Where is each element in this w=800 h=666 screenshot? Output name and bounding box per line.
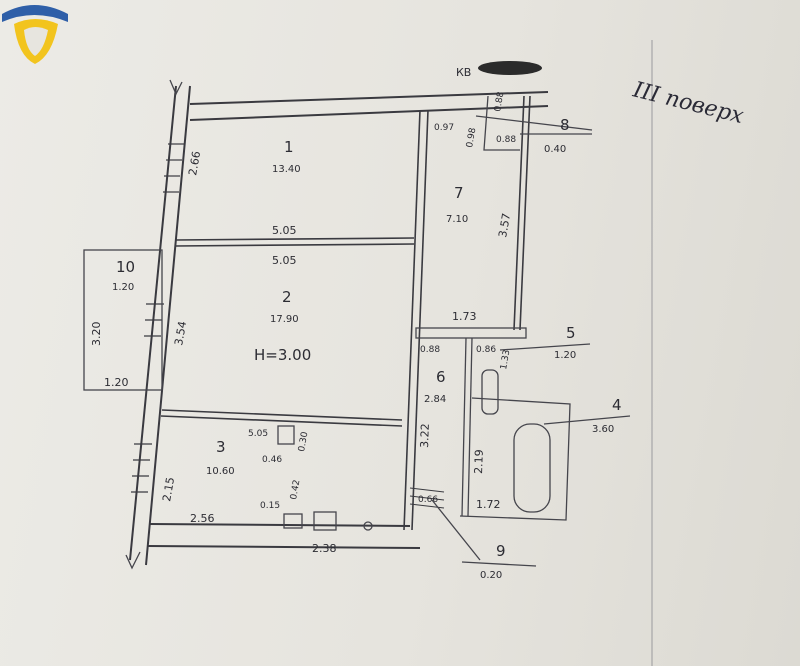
room-9-area: 0.20: [480, 570, 502, 581]
dim-0-30: 0.30: [297, 431, 310, 453]
room-6-number: 6: [436, 368, 446, 386]
dim-0-66: 0.66: [418, 495, 438, 505]
dim-0-86: 0.86: [476, 345, 496, 355]
leader-lines: [431, 133, 631, 567]
room-6-area: 2.84: [424, 394, 446, 405]
room-8-number: 8: [560, 116, 570, 134]
dim-2-38: 2.38: [312, 542, 337, 555]
dim-5-05-lower: 5.05: [272, 254, 297, 267]
room-4-number: 4: [612, 396, 622, 414]
dim-1-72: 1.72: [476, 498, 501, 511]
room-9-number: 9: [496, 542, 506, 560]
room-2-number: 2: [282, 288, 292, 306]
dim-1-20: 1.20: [104, 376, 129, 389]
floor-note: III поверх: [630, 77, 747, 129]
room-3-area: 10.60: [206, 466, 235, 477]
redaction-mark: [478, 61, 542, 75]
dimension-labels: 2.66 5.05 5.05 3.54 3.20 1.20 5.05 0.46 …: [90, 91, 516, 555]
dim-0-88-mid: 0.88: [496, 135, 516, 145]
interior-walls: [147, 95, 593, 549]
dim-5-05-upper: 5.05: [272, 224, 297, 237]
room-4-area: 3.60: [592, 424, 614, 435]
dim-0-98: 0.98: [465, 127, 478, 149]
room-8-area: 0.40: [544, 144, 566, 155]
dim-2-15: 2.15: [160, 476, 177, 502]
dim-1-73: 1.73: [452, 310, 477, 323]
room-5-area: 1.20: [554, 350, 576, 361]
room-labels: 1 13.40 2 17.90 H=3.00 3 10.60 4 3.60 5 …: [112, 116, 622, 581]
ceiling-height: H=3.00: [254, 346, 311, 364]
dim-5-05-kitchen: 5.05: [248, 429, 268, 439]
dim-3-22: 3.22: [418, 423, 432, 448]
room-10-number: 10: [116, 258, 135, 276]
room-1-number: 1: [284, 138, 294, 156]
dim-0-97: 0.97: [434, 123, 454, 133]
room-2-area: 17.90: [270, 314, 299, 325]
dim-1-33: 1.33: [499, 349, 512, 370]
dim-2-56: 2.56: [190, 512, 215, 525]
dim-0-46: 0.46: [262, 455, 282, 465]
dim-0-88-left: 0.88: [420, 345, 440, 355]
balcony-outline: [83, 249, 163, 391]
dim-0-15: 0.15: [260, 501, 280, 511]
dim-0-42: 0.42: [289, 479, 302, 500]
dim-3-54: 3.54: [172, 320, 189, 346]
dim-2-19: 2.19: [472, 449, 486, 474]
room-7-number: 7: [454, 184, 464, 202]
exterior-walls: [125, 79, 549, 570]
dim-3-57: 3.57: [496, 212, 513, 238]
dim-3-20: 3.20: [90, 322, 103, 347]
room-3-number: 3: [216, 438, 226, 456]
room-1-area: 13.40: [272, 164, 301, 175]
dim-0-88-top: 0.88: [493, 91, 506, 113]
room-7-area: 7.10: [446, 214, 468, 225]
room-10-area: 1.20: [112, 282, 134, 293]
dim-2-66: 2.66: [186, 150, 203, 176]
room-5-number: 5: [566, 324, 576, 342]
apartment-label: КВ: [456, 66, 471, 79]
logo: [2, 5, 68, 64]
apartment-number: КВ: [456, 61, 542, 79]
